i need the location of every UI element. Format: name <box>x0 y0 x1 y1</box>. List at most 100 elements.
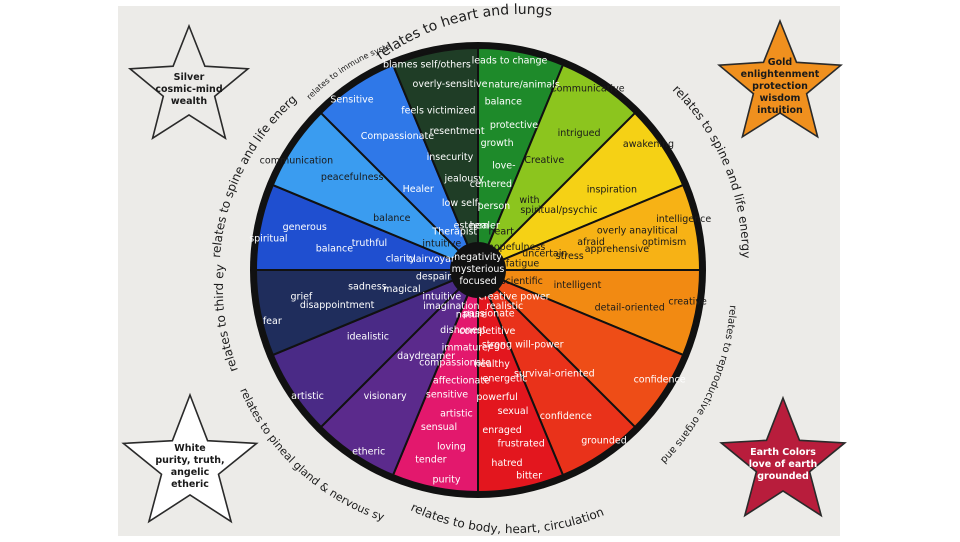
segment-label-red: ego <box>488 341 506 352</box>
segment-label-indigo: magical <box>383 284 420 295</box>
star-label-earth: grounded <box>757 471 809 482</box>
wheel-segment-red <box>477 293 565 494</box>
segment-label-yellow-orange: stress <box>556 251 584 262</box>
star-label-white: etheric <box>171 479 209 490</box>
segment-label-indigo: grief <box>291 292 313 303</box>
segment-label-red: passionate <box>463 309 515 320</box>
wheel-segment-dark-green <box>391 46 479 247</box>
segment-label-yellow-orange: apprehensive <box>585 244 650 255</box>
star-label-white: White <box>174 443 205 454</box>
segment-label-royal-blue: truthful <box>352 238 387 249</box>
star-label-gold: wisdom <box>760 93 801 104</box>
segment-label-red-violet: etheric <box>352 447 385 458</box>
segment-label-violet: intuitive <box>422 292 461 303</box>
segment-label-yellow-orange: afraid <box>577 237 605 248</box>
segment-label-green: healer <box>470 221 500 232</box>
star-label-silver: wealth <box>171 96 207 107</box>
center-label-3: focused <box>459 276 496 287</box>
star-label-gold: Gold <box>768 57 792 68</box>
star-label-gold: protection <box>752 81 808 92</box>
segment-label-yellow-green: intrigued <box>558 128 601 139</box>
segment-label-pink: tender <box>415 455 446 466</box>
segment-label-violet: artistic <box>291 391 324 402</box>
star-label-silver: cosmic-mind <box>155 84 222 95</box>
segment-label-sky-blue: communication <box>260 156 333 167</box>
segment-label-sky-blue: peacefulness <box>321 172 384 183</box>
segment-label-royal-blue: clairvoyant <box>408 254 461 265</box>
wheel-segment-violet <box>271 279 461 429</box>
segment-label-pink: dishonest <box>440 325 486 336</box>
segment-label-green: centered <box>470 179 512 190</box>
segment-label-royal-blue: generous <box>283 222 327 233</box>
segment-label-red: competitive <box>459 326 516 337</box>
segment-label-red-violet: daydreamer <box>397 351 455 362</box>
segment-label-blue: Therapist <box>431 226 477 237</box>
star-label-earth: Earth Colors <box>750 447 816 458</box>
segment-label-orange-red: grounded <box>581 436 627 447</box>
segment-label-green: growth <box>481 138 514 149</box>
segment-label-pink: loving <box>437 442 466 453</box>
segment-label-red: energetic <box>483 374 528 385</box>
segment-label-red: bitter <box>516 471 542 482</box>
segment-label-green: protective <box>490 120 538 131</box>
wheel-segment-yellow-green <box>487 63 637 253</box>
segment-label-yellow-green: with <box>519 195 539 206</box>
segment-label-dark-green: blames self/others <box>383 59 471 70</box>
segment-label-yellow: inspiration <box>587 184 637 195</box>
segment-label-royal-blue: clarity <box>386 253 416 264</box>
segment-label-pink: compassionate <box>419 357 491 368</box>
segment-label-indigo: fear <box>263 316 282 327</box>
star-label-gold: enlightenment <box>741 69 820 80</box>
segment-label-yellow: hopefulness <box>488 242 546 253</box>
segment-label-red: enraged <box>482 425 522 436</box>
segment-label-dark-green: low self- <box>442 198 481 209</box>
wheel-segment-sky-blue <box>271 111 461 261</box>
segment-label-green: leads to change <box>472 55 548 66</box>
wheel-segment-pink <box>391 293 479 494</box>
segment-label-green: love- <box>492 161 515 172</box>
segment-label-sky-blue: intuitive <box>422 238 461 249</box>
wheel-segment-green <box>477 46 565 247</box>
segment-label-dark-green: feels victimized <box>401 106 475 117</box>
wheel-segment-yellow-orange <box>501 183 702 271</box>
segment-label-orange-red: survival-oriented <box>514 368 595 379</box>
segment-label-red-orange: creative power <box>479 292 550 303</box>
wheel-segment-red-violet <box>319 287 469 477</box>
wheel-segment-yellow <box>495 111 685 261</box>
segment-label-yellow: awakening <box>623 139 674 150</box>
wheel-center <box>451 243 505 297</box>
segment-label-blue: Compassionate <box>361 131 434 142</box>
center-label-2: mysterious <box>452 264 505 275</box>
segment-label-dark-green: esteem <box>454 221 489 232</box>
segment-label-red: powerful <box>476 392 517 403</box>
wheel-segment-orange-red <box>487 287 637 477</box>
segment-label-orange-red: strong will-power <box>482 339 564 350</box>
color-wheel <box>254 46 702 494</box>
segment-label-yellow-green: Creative <box>524 155 564 166</box>
segment-label-yellow-orange: optimism <box>642 237 686 248</box>
segment-label-orange: intelligent <box>554 280 602 291</box>
segment-label-pink: affectionate <box>433 376 490 387</box>
segment-label-green: person <box>478 201 511 212</box>
segment-label-pink: sensual <box>421 422 457 433</box>
segment-label-royal-blue: balance <box>316 243 354 254</box>
segment-label-green: nature/animals <box>488 80 560 91</box>
segment-label-royal-blue: spiritual <box>249 234 287 245</box>
center-label-1: negativity <box>454 252 502 263</box>
segment-label-dark-green: overly-sensitive <box>413 79 488 90</box>
segment-label-dark-green: insecurity <box>427 152 474 163</box>
segment-label-pink: purity <box>433 475 461 486</box>
segment-label-yellow-orange: fatigue <box>506 258 540 269</box>
star-silver <box>127 23 251 140</box>
segment-label-violet: idealistic <box>347 331 389 342</box>
segment-label-green: balance <box>485 97 523 108</box>
star-label-silver: Silver <box>174 72 205 83</box>
segment-label-pink: nature <box>456 310 487 321</box>
star-label-gold: intuition <box>757 105 803 116</box>
segment-label-red: sexual <box>498 406 529 417</box>
segment-label-red-orange: confidence <box>634 374 686 385</box>
segment-label-red: healthy <box>474 359 510 370</box>
wheel-segment-orange <box>501 269 702 357</box>
